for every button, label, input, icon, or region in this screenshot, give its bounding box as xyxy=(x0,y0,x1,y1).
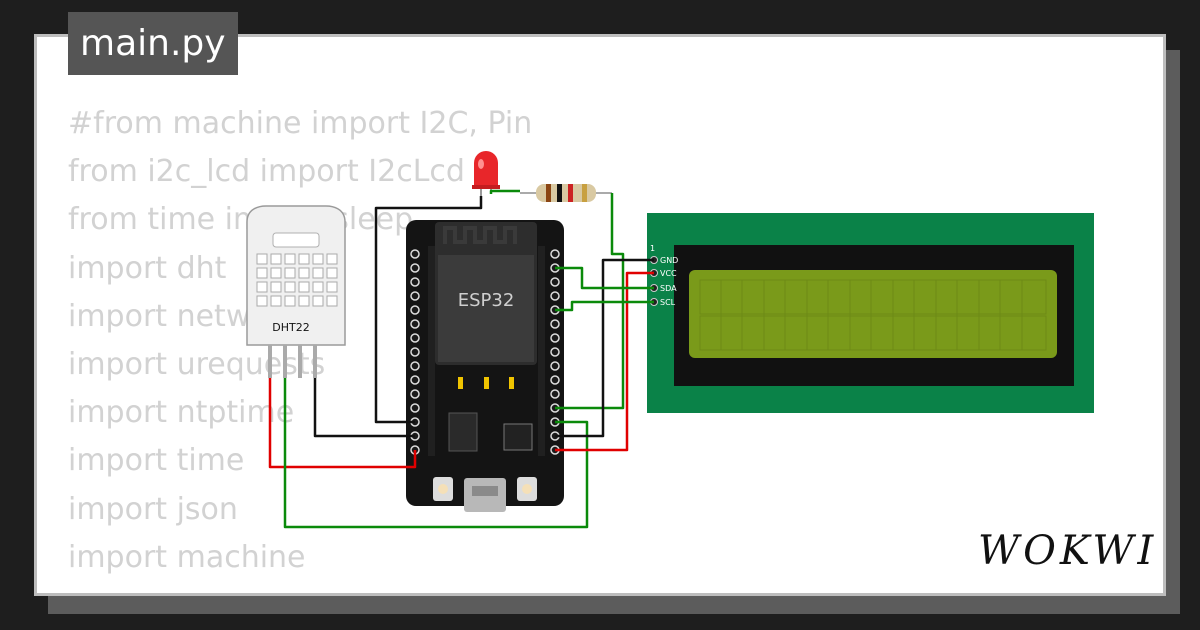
code-line: import time xyxy=(68,443,245,479)
wire-led-gnd xyxy=(374,196,483,424)
lcd-pin-index: 1 xyxy=(650,244,655,253)
boot-button-cap xyxy=(438,484,448,494)
reset-button-cap xyxy=(522,484,532,494)
resistor-band xyxy=(568,184,573,202)
wires xyxy=(268,189,654,529)
esp32-right-pins xyxy=(550,249,560,455)
wire-resistor-gpio xyxy=(555,193,625,410)
resistor[interactable] xyxy=(520,184,612,202)
code-line: import ntptime xyxy=(68,395,295,431)
code-line: import dht xyxy=(68,250,227,286)
left-pin-label-strip xyxy=(428,246,435,456)
esp32-left-pins xyxy=(410,249,420,455)
lcd-pin-scl: SCL xyxy=(660,298,676,307)
wire-lcd-scl xyxy=(555,300,654,312)
dht22-slot xyxy=(272,232,320,248)
voltage-regulator xyxy=(448,412,478,452)
wire-dht-data xyxy=(283,378,589,529)
esp32-label: ESP32 xyxy=(458,290,515,311)
esp32-chip xyxy=(438,255,534,362)
led-rim xyxy=(472,185,500,189)
led-highlight xyxy=(478,159,484,169)
esp32-shield-tabs xyxy=(458,377,514,389)
lcd-char-grid xyxy=(699,279,1047,351)
wire-dht-vcc xyxy=(268,378,417,469)
dht22-vent-grid xyxy=(256,253,338,307)
lcd-pin-sda: SDA xyxy=(660,284,677,293)
wokwi-logo: WOKWI xyxy=(978,528,1158,574)
antenna-trace xyxy=(443,226,517,244)
usb-port-opening xyxy=(472,486,498,496)
resistor-band xyxy=(582,184,587,202)
led-bulb xyxy=(474,151,498,187)
wire-lcd-sda xyxy=(555,266,654,290)
code-line: import json xyxy=(68,491,238,527)
red-led[interactable] xyxy=(472,151,500,197)
lcd-pin-gnd: GND xyxy=(660,256,678,265)
code-line: #from machine import I2C, Pin xyxy=(68,106,533,141)
code-line: from i2c_lcd import I2cLcd xyxy=(68,154,465,190)
code-line: import machine xyxy=(68,539,306,575)
usb-uart-chip xyxy=(503,423,533,451)
dht22-label: DHT22 xyxy=(272,321,309,334)
lcd-module[interactable]: 1 GND VCC SDA SCL xyxy=(647,213,1094,413)
lcd-pin-vcc: VCC xyxy=(660,269,677,278)
dht22-sensor[interactable]: DHT22 xyxy=(246,205,346,378)
wire-led-resistor xyxy=(489,189,520,194)
wire-lcd-vcc xyxy=(555,271,654,452)
wire-dht-gnd xyxy=(313,378,415,438)
file-tab[interactable]: main.py xyxy=(68,12,238,75)
dht22-body xyxy=(246,205,346,346)
esp32-board[interactable]: ESP32 xyxy=(406,220,564,512)
resistor-band xyxy=(546,184,551,202)
resistor-band xyxy=(557,184,562,202)
wire-lcd-gnd xyxy=(555,258,654,438)
right-pin-label-strip xyxy=(538,246,545,456)
dht22-legs xyxy=(268,345,317,378)
